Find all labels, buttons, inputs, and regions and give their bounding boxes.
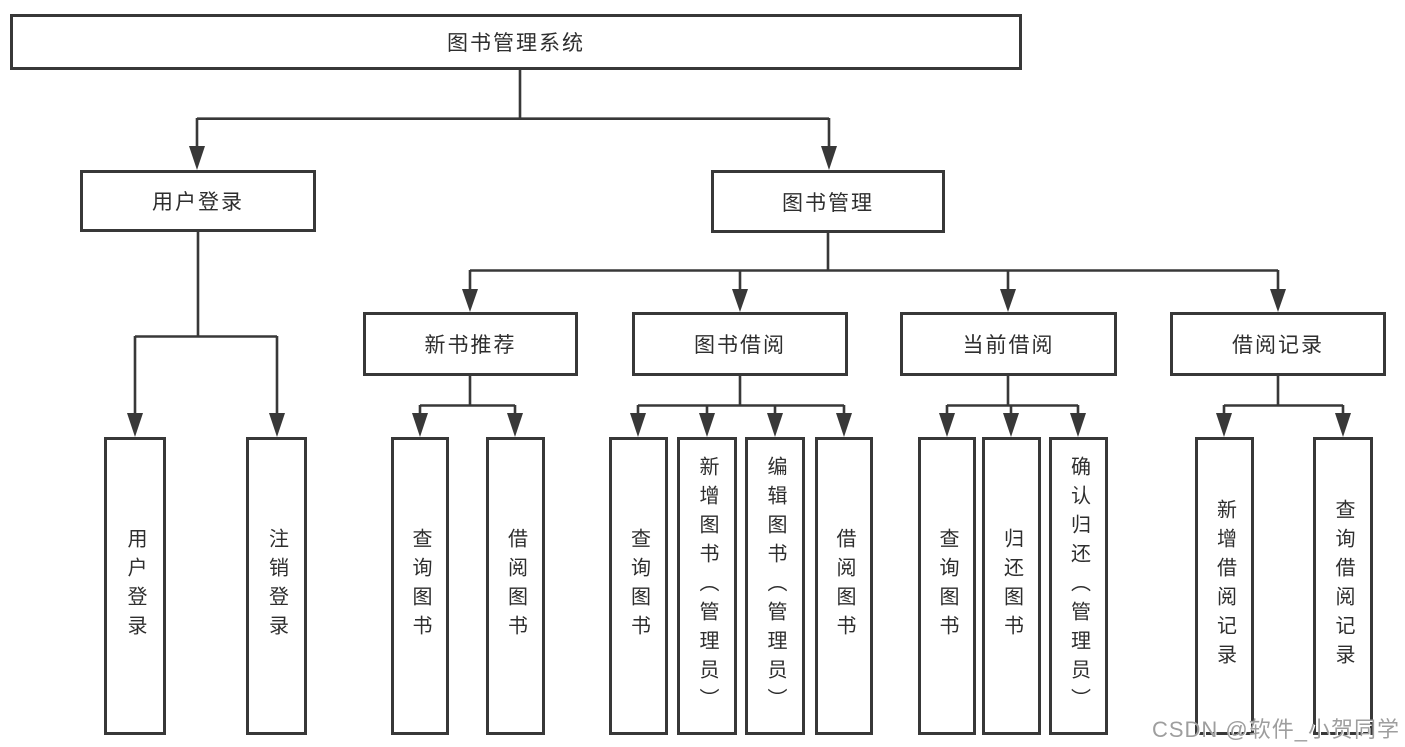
node-leaf-query-borrow-record: 查询借阅记录 — [1313, 437, 1373, 735]
connector-new-book-recommend-branch — [412, 376, 523, 437]
node-leaf-logout: 注销登录 — [246, 437, 307, 735]
node-user-login: 用户登录 — [80, 170, 316, 232]
node-label: 用户登录 — [152, 191, 244, 214]
node-leaf-query-books-current: 查询图书 — [918, 437, 976, 735]
node-label: 新增借阅记录 — [1213, 499, 1236, 673]
node-label: 借阅图书 — [833, 528, 855, 644]
node-label: 查询图书 — [627, 528, 650, 644]
arrowhead — [821, 146, 837, 170]
node-label: 确认归还（管理员） — [1067, 455, 1090, 717]
node-leaf-user-login: 用户登录 — [104, 437, 166, 735]
connector-book-borrowing-branch — [630, 376, 852, 437]
node-label: 编辑图书（管理员） — [764, 455, 786, 717]
arrowhead — [699, 413, 715, 437]
arrowhead — [507, 413, 523, 437]
node-leaf-edit-books-admin: 编辑图书（管理员） — [745, 437, 805, 735]
arrowhead — [1003, 413, 1019, 437]
node-leaf-confirm-return-admin: 确认归还（管理员） — [1049, 437, 1108, 735]
arrowhead — [939, 413, 955, 437]
node-label: 当前借阅 — [962, 334, 1055, 357]
arrowhead — [462, 289, 478, 312]
node-leaf-return-books: 归还图书 — [982, 437, 1041, 735]
node-label: 借阅图书 — [504, 528, 527, 644]
arrowhead — [189, 146, 205, 170]
node-label: 用户登录 — [124, 528, 146, 644]
node-leaf-borrow-books-borrowing: 借阅图书 — [815, 437, 873, 735]
arrowhead — [1335, 413, 1351, 437]
arrowhead — [1270, 289, 1286, 312]
node-label: 注销登录 — [265, 528, 288, 644]
node-label: 查询借阅记录 — [1332, 499, 1354, 673]
node-book-borrowing: 图书借阅 — [632, 312, 848, 376]
node-label: 图书管理 — [782, 191, 874, 215]
node-label: 归还图书 — [1000, 528, 1023, 644]
node-library-management-system: 图书管理系统 — [10, 14, 1022, 70]
connector-root-to-level2 — [189, 70, 837, 170]
node-label: 查询图书 — [409, 528, 431, 644]
arrowhead — [1216, 413, 1232, 437]
node-leaf-add-borrow-record: 新增借阅记录 — [1195, 437, 1254, 735]
arrowhead — [630, 413, 646, 437]
node-book-management: 图书管理 — [711, 170, 945, 233]
connector-borrowing-records-branch — [1216, 376, 1351, 437]
node-leaf-query-books-borrowing: 查询图书 — [609, 437, 668, 735]
node-leaf-borrow-books-recommend: 借阅图书 — [486, 437, 545, 735]
node-label: 图书借阅 — [694, 334, 786, 357]
connector-book-management-branch — [462, 233, 1286, 312]
arrowhead — [412, 413, 428, 437]
node-label: 新书推荐 — [424, 334, 517, 357]
node-label: 图书管理系统 — [447, 32, 585, 55]
node-label: 查询图书 — [936, 528, 958, 644]
node-leaf-query-books-recommend: 查询图书 — [391, 437, 449, 735]
node-leaf-add-books-admin: 新增图书（管理员） — [677, 437, 737, 735]
arrowhead — [127, 413, 143, 437]
node-new-book-recommendation: 新书推荐 — [363, 312, 578, 376]
connector-user-login-branch — [127, 232, 285, 437]
arrowhead — [836, 413, 852, 437]
arrowhead — [767, 413, 783, 437]
node-current-borrowing: 当前借阅 — [900, 312, 1117, 376]
arrowhead — [732, 289, 748, 312]
arrowhead — [1000, 289, 1016, 312]
arrowhead — [269, 413, 285, 437]
node-label: 借阅记录 — [1232, 334, 1324, 357]
csdn-watermark: CSDN @软件_小贺同学 — [1151, 717, 1400, 742]
arrowhead — [1070, 413, 1086, 437]
node-label: 新增图书（管理员） — [696, 455, 718, 717]
node-borrowing-records: 借阅记录 — [1170, 312, 1386, 376]
connector-current-borrowing-branch — [939, 376, 1086, 437]
